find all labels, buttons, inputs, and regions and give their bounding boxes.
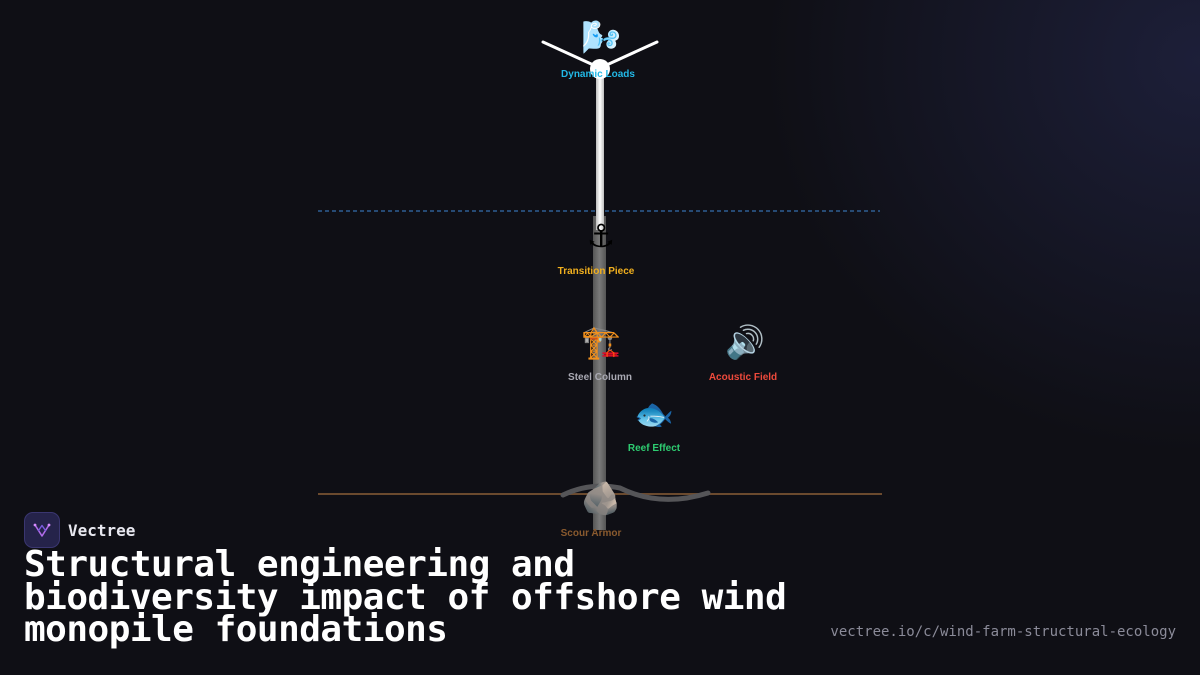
anchor-icon: ⚓ [586, 217, 616, 255]
brand[interactable]: Vectree [24, 512, 135, 548]
label-steel-column: Steel Column [568, 372, 632, 383]
page-title: Structural engineering and biodiversity … [24, 544, 787, 650]
vectree-logo-icon [24, 512, 60, 548]
page-url[interactable]: vectree.io/c/wind-farm-structural-ecolog… [830, 624, 1176, 640]
nacelle-hub [590, 59, 610, 79]
label-transition-piece: Transition Piece [557, 266, 635, 277]
monopile [593, 216, 606, 530]
rotor-blade-left [541, 40, 602, 70]
wind-icon: 🌬️ [581, 18, 621, 56]
label-scour-armor: Scour Armor [560, 528, 622, 539]
tower [596, 70, 604, 230]
brand-name: Vectree [68, 520, 136, 540]
label-dynamic-loads: Dynamic Loads [561, 69, 635, 80]
crane-icon: 🏗️ [581, 323, 621, 361]
rotor-blade-right [598, 40, 659, 70]
scour-protection [560, 483, 711, 502]
rock-icon: 🪨 [581, 479, 621, 517]
speaker-icon: 🔊 [725, 323, 765, 361]
label-reef-effect: Reef Effect [627, 443, 681, 454]
label-acoustic-field: Acoustic Field [708, 372, 778, 383]
fish-icon: 🐟 [634, 395, 674, 433]
